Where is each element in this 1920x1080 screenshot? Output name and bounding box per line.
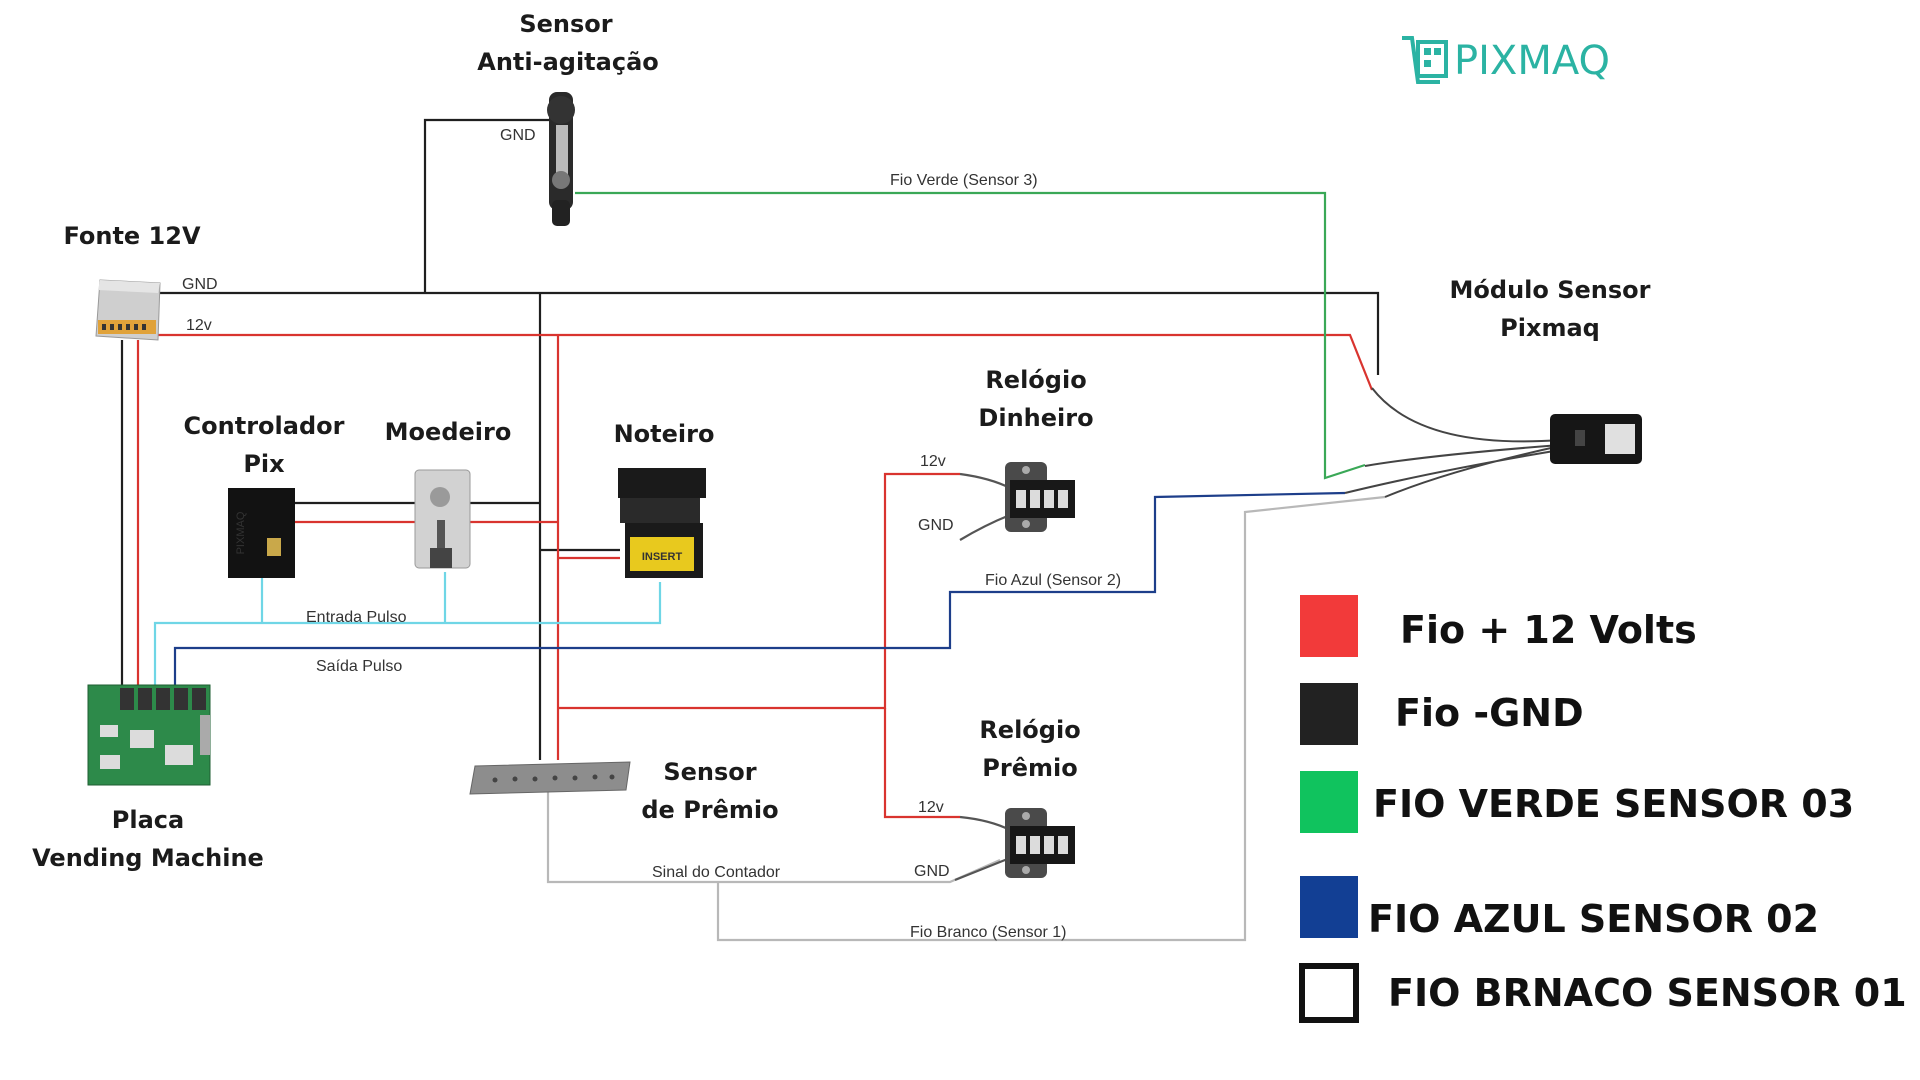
rd-12v-label: 12v: [920, 453, 946, 470]
placa-label-2: Vending Machine: [32, 844, 264, 872]
green-sensor3-wire: [575, 191, 1366, 480]
relogio-dinheiro-label-1: Relógio: [985, 366, 1086, 394]
fio-azul-label: Fio Azul (Sensor 2): [985, 572, 1121, 589]
white-sensor1-wire: [716, 495, 1386, 942]
sensor-anti-label-2: Anti-agitação: [477, 48, 659, 76]
entrada-pulso-label: Entrada Pulso: [306, 609, 407, 626]
noteiro-label: Noteiro: [614, 420, 715, 448]
legend-swatch-green: [1300, 771, 1358, 833]
modulo-sensor-device: [1550, 414, 1642, 464]
sensor-premio-device: [469, 761, 631, 795]
rp-12v-label: 12v: [918, 799, 944, 816]
controlador-label-1: Controlador: [184, 412, 345, 440]
fonte-label: Fonte 12V: [63, 222, 201, 250]
controlador-pix-device: PIXMAQ: [228, 488, 295, 578]
legend-label-white: FIO BRNACO SENSOR 01: [1388, 971, 1907, 1015]
sensor-anti-agitacao-device: [547, 92, 575, 226]
relogio-premio-leads: [954, 815, 1011, 882]
component-labels: Sensor Anti-agitação Fonte 12V Módulo Se…: [32, 10, 1650, 872]
blue-sensor2-wire: [173, 491, 1346, 685]
modulo-label-2: Pixmaq: [1500, 314, 1600, 342]
sinal-contador-label: Sinal do Contador: [652, 864, 781, 881]
relogio-dinheiro-device: [1005, 462, 1075, 532]
12v-relogios-wire: [558, 472, 960, 710]
fonte-12v-device: [95, 279, 161, 341]
legend-label-black: Fio -GND: [1395, 691, 1584, 735]
gnd-sensor-wire: [423, 118, 560, 293]
saida-pulso-label: Saída Pulso: [316, 658, 402, 675]
brand-name: PIXMAQ: [1454, 38, 1610, 84]
12v-wires: [136, 333, 1374, 819]
12v-relogio-premio-wire: [883, 708, 960, 819]
relogio-premio-label-1: Relógio: [979, 716, 1080, 744]
pulse-wire: [153, 582, 662, 690]
placa-vending-device: [87, 684, 211, 786]
noteiro-device: INSERT: [618, 468, 706, 578]
rp-gnd-label: GND: [914, 863, 950, 880]
gnd-wires: [120, 118, 1380, 760]
legend-swatch-red: [1300, 595, 1358, 657]
noteiro-device-text: INSERT: [642, 551, 683, 563]
legend: Fio + 12 Volts Fio -GND FIO VERDE SENSOR…: [1299, 595, 1907, 1023]
gnd-main-wire: [155, 291, 1380, 375]
legend-label-red: Fio + 12 Volts: [1400, 608, 1697, 652]
pixmaq-logo: PIXMAQ: [1402, 36, 1610, 84]
gnd-sensor-label: GND: [500, 127, 536, 144]
wire-labels: GND Fio Verde (Sensor 3) GND 12v 12v GND…: [182, 127, 1121, 941]
sensor-premio-label-1: Sensor: [663, 758, 756, 786]
relogio-premio-device: [1005, 808, 1075, 878]
fonte-12v-label: 12v: [186, 317, 212, 334]
controlador-device-text: PIXMAQ: [235, 511, 247, 554]
legend-label-green: FIO VERDE SENSOR 03: [1373, 782, 1854, 826]
pixmaq-logo-icon: [1402, 36, 1448, 84]
moedeiro-device: [414, 469, 471, 569]
placa-label-1: Placa: [112, 806, 184, 834]
relogio-dinheiro-leads: [959, 472, 1011, 541]
sensor-premio-label-2: de Prêmio: [641, 796, 778, 824]
relogio-premio-label-2: Prêmio: [982, 754, 1077, 782]
modulo-harness: [1344, 387, 1561, 498]
relogio-dinheiro-label-2: Dinheiro: [978, 404, 1093, 432]
legend-swatch-black: [1300, 683, 1358, 745]
modulo-label-1: Módulo Sensor: [1450, 276, 1651, 304]
12v-main-wire: [155, 333, 1374, 391]
sensor-anti-label-1: Sensor: [519, 10, 612, 38]
legend-swatch-white: [1299, 963, 1359, 1023]
fio-branco-label: Fio Branco (Sensor 1): [910, 924, 1067, 941]
fio-verde-label: Fio Verde (Sensor 3): [890, 172, 1038, 189]
moedeiro-label: Moedeiro: [385, 418, 512, 446]
fonte-gnd-label: GND: [182, 276, 218, 293]
rd-gnd-label: GND: [918, 517, 954, 534]
controlador-label-2: Pix: [243, 450, 285, 478]
legend-swatch-blue: [1300, 876, 1358, 938]
legend-label-blue: FIO AZUL SENSOR 02: [1368, 897, 1819, 941]
